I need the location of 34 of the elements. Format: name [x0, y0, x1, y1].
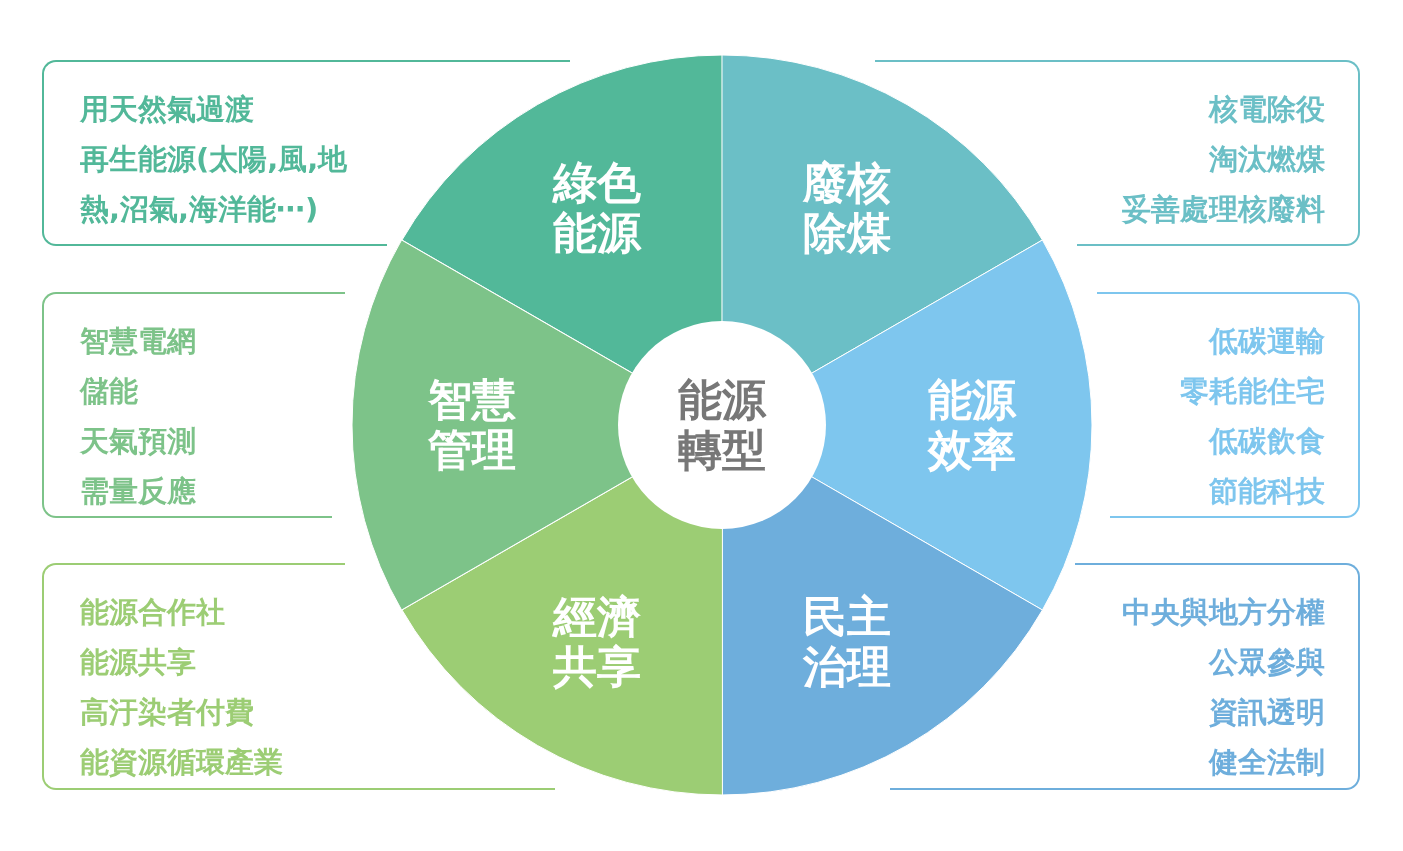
list-item: 低碳飲食 — [1207, 423, 1325, 460]
center-label: 能源轉型 — [677, 375, 768, 475]
segment-label: 能源效率 — [926, 375, 1018, 475]
list-item: 能源共享 — [80, 644, 197, 681]
segment-label: 智慧管理 — [427, 375, 517, 475]
list-item: 低碳運輸 — [1207, 323, 1325, 360]
list-item: 儲能 — [80, 373, 139, 410]
text-panel — [42, 60, 387, 246]
list-item: 智慧電網 — [80, 323, 197, 360]
list-item: 能資源循環產業 — [80, 744, 284, 781]
list-item: 需量反應 — [80, 473, 197, 510]
segment-label: 民主治理 — [802, 591, 892, 692]
list-item: 天氣預測 — [80, 423, 197, 460]
segment-label: 經濟共享 — [551, 591, 642, 692]
list-item: 用天然氣過渡 — [80, 91, 255, 128]
list-item: 健全法制 — [1207, 744, 1325, 781]
list-item: 妥善處理核廢料 — [1121, 191, 1325, 228]
list-item: 高汙染者付費 — [80, 694, 255, 731]
list-item: 能源合作社 — [80, 594, 226, 631]
text-panel — [1110, 292, 1360, 518]
text-panel — [1075, 563, 1360, 790]
list-item: 中央與地方分權 — [1121, 594, 1325, 631]
segment-label: 綠色能源 — [551, 158, 643, 259]
list-item: 再生能源(太陽,風,地熱,沼氣,海洋能⋯) — [80, 141, 349, 228]
text-panel — [1077, 60, 1360, 246]
list-item: 核電除役 — [1207, 91, 1325, 128]
text-panel — [42, 292, 332, 518]
list-item: 淘汰燃煤 — [1208, 141, 1325, 178]
segment-label: 廢核除煤 — [802, 158, 892, 259]
list-item: 公眾參與 — [1207, 644, 1325, 681]
list-item: 零耗能住宅 — [1179, 373, 1325, 410]
text-panel — [42, 563, 345, 790]
list-item: 節能科技 — [1208, 473, 1325, 510]
list-item: 資訊透明 — [1208, 694, 1325, 731]
